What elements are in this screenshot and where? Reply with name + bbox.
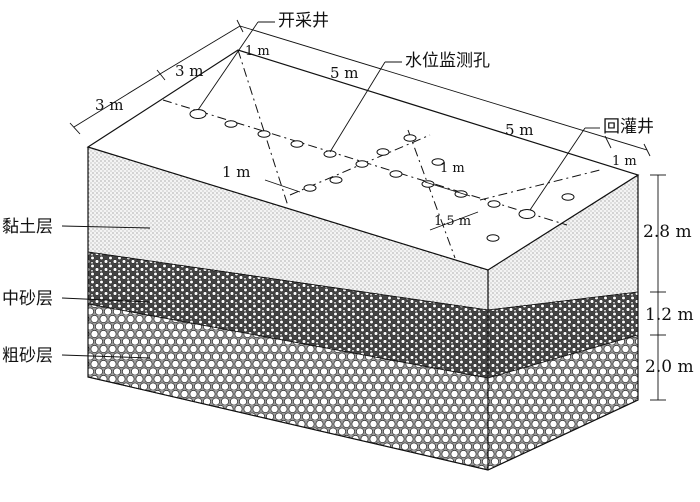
label-recharge-well: 回灌井	[603, 117, 654, 137]
dim-depth-coarse-sand: 2.0 m	[645, 357, 694, 377]
well-points	[189, 109, 575, 242]
dim-depth-clay: 2.8 m	[643, 222, 692, 242]
label-clay-layer: 黏土层	[2, 217, 53, 237]
label-coarse-sand-layer: 粗砂层	[2, 346, 53, 366]
dim-top-5m-left: 5 m	[330, 64, 359, 82]
dim-width-3m-lower: 3 m	[95, 96, 124, 114]
dim-top-5m-right: 5 m	[505, 121, 534, 139]
recharge-well	[518, 209, 536, 219]
dim-inner-1m-left: 1 m	[222, 163, 251, 181]
production-well	[189, 109, 207, 119]
label-monitoring-hole: 水位监测孔	[405, 51, 490, 71]
dim-top-1m-right: 1 m	[612, 154, 637, 169]
dim-width-3m-upper: 3 m	[175, 62, 204, 80]
dim-depth-medium-sand: 1.2 m	[645, 305, 694, 325]
dim-inner-1m-right: 1 m	[440, 161, 465, 176]
label-production-well: 开采井	[278, 11, 329, 31]
dim-top-1m-left: 1 m	[245, 44, 270, 59]
label-medium-sand-layer: 中砂层	[2, 289, 53, 309]
dim-inner-1-5m: 1.5 m	[434, 214, 471, 229]
